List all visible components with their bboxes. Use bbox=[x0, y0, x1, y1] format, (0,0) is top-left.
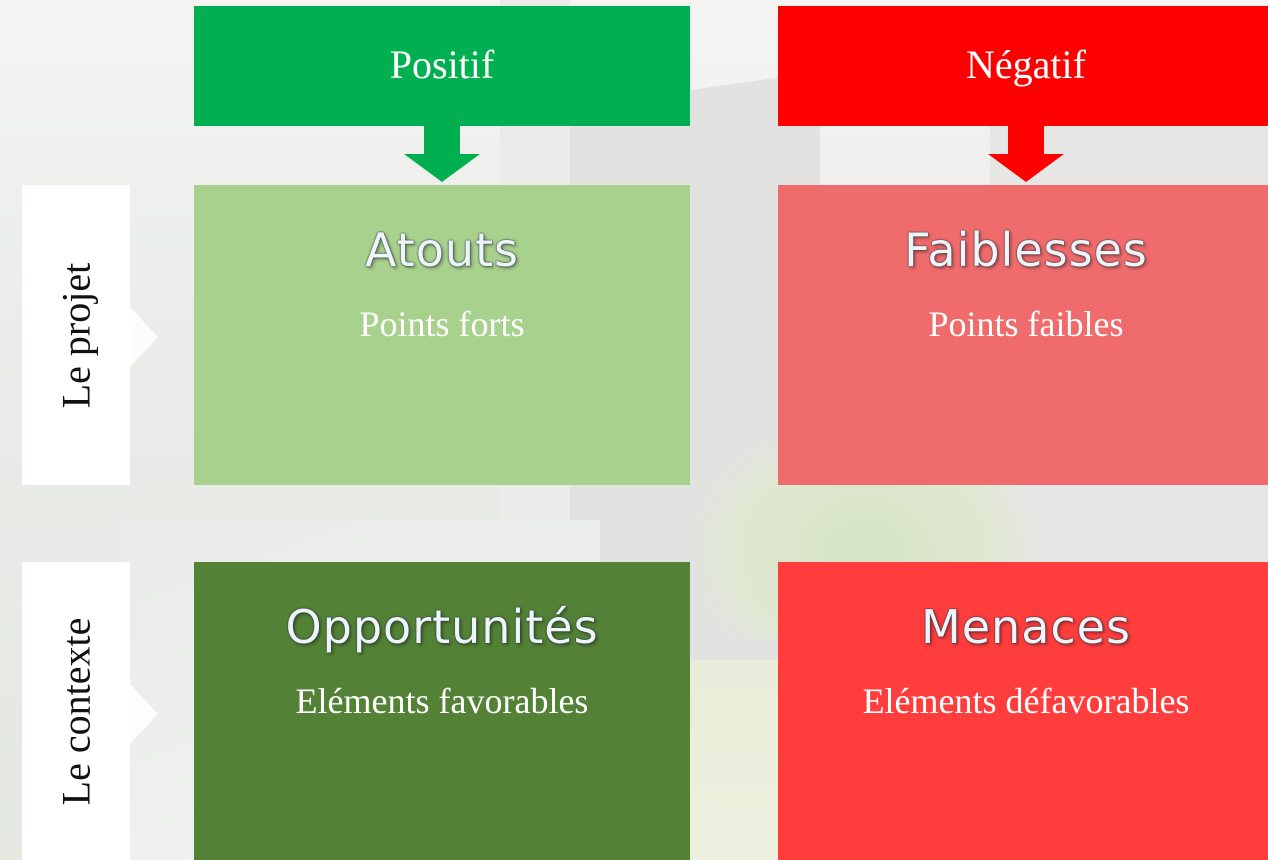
quadrant-threats: Menaces Eléments défavorables bbox=[778, 562, 1268, 860]
quadrant-opportunities-title: Opportunités bbox=[285, 600, 599, 654]
arrow-down-positive-stem bbox=[424, 126, 460, 158]
arrow-right-context-icon bbox=[130, 684, 158, 744]
column-header-negative: Négatif bbox=[778, 6, 1268, 126]
arrow-down-negative-icon bbox=[988, 154, 1064, 182]
row-label-project-text: Le projet bbox=[53, 262, 99, 408]
quadrant-strengths-subtitle: Points forts bbox=[359, 304, 525, 344]
column-header-positive-label: Positif bbox=[389, 41, 495, 87]
column-header-positive: Positif bbox=[194, 6, 690, 126]
quadrant-weaknesses: Faiblesses Points faibles bbox=[778, 185, 1268, 485]
quadrant-opportunities-subtitle: Eléments favorables bbox=[295, 681, 589, 721]
quadrant-strengths-title: Atouts bbox=[365, 223, 519, 277]
column-header-negative-label: Négatif bbox=[966, 41, 1086, 87]
arrow-right-project-stem bbox=[100, 323, 132, 351]
quadrant-opportunities: Opportunités Eléments favorables bbox=[194, 562, 690, 860]
arrow-right-project-icon bbox=[130, 307, 158, 367]
arrow-down-negative-stem bbox=[1008, 126, 1044, 158]
arrow-right-context-stem bbox=[100, 700, 132, 728]
quadrant-threats-title: Menaces bbox=[921, 600, 1131, 654]
quadrant-threats-subtitle: Eléments défavorables bbox=[862, 681, 1190, 721]
quadrant-weaknesses-subtitle: Points faibles bbox=[928, 304, 1124, 344]
quadrant-strengths: Atouts Points forts bbox=[194, 185, 690, 485]
row-label-context-text: Le contexte bbox=[53, 617, 99, 805]
quadrant-weaknesses-title: Faiblesses bbox=[904, 223, 1148, 277]
arrow-down-positive-icon bbox=[404, 154, 480, 182]
